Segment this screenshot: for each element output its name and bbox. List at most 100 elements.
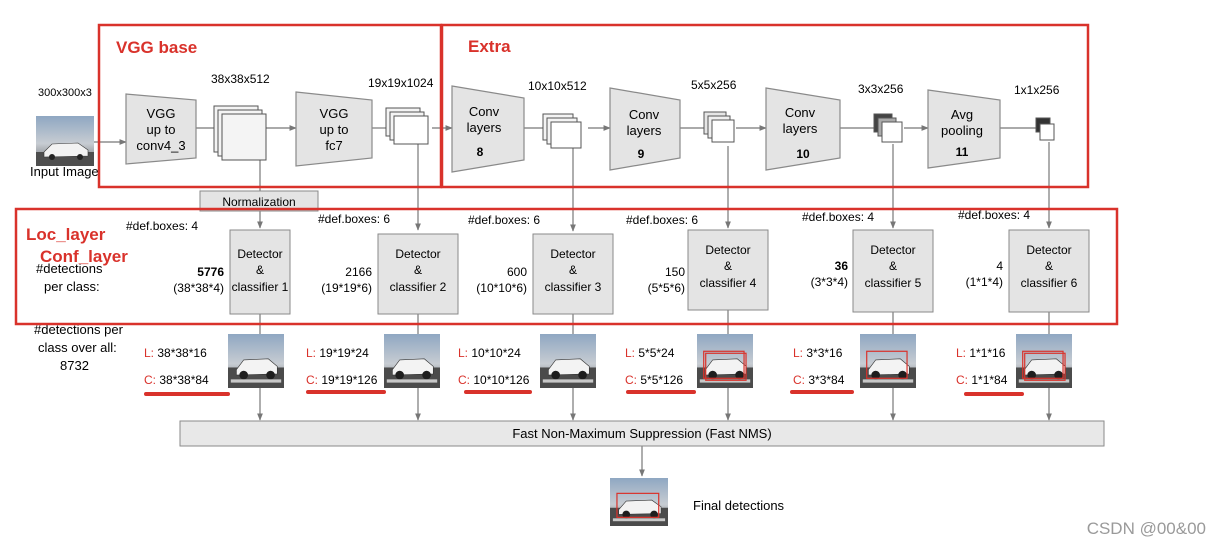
detection-count-2: 2166 [345,265,372,279]
detection-thumbnail-6 [1016,334,1072,388]
svg-text:classifier 5: classifier 5 [865,276,922,290]
detection-count-6: 4 [996,259,1003,273]
input-size-label: 300x300x3 [38,87,92,99]
watermark: CSDN @00&00 [1087,519,1206,538]
input-image [36,116,94,166]
svg-text:layers: layers [627,123,662,138]
detection-thumbnail-5 [860,334,916,388]
svg-text:&: & [414,263,422,277]
detection-thumbnail-1 [228,334,284,388]
svg-text:Detector: Detector [550,247,595,261]
loc-conf-group-4: L: 5*5*24 C: 5*5*126 [625,346,683,387]
svg-text:&: & [1045,259,1053,273]
detector-box-1: Detector & classifier 1 [229,229,291,315]
loc-conf-region [14,207,1119,326]
svg-text:Fast Non-Maximum Suppression (: Fast Non-Maximum Suppression (Fast NMS) [512,426,771,441]
def-boxes-5: #def.boxes: 4 [802,210,874,224]
svg-text:C: 3*3*84: C: 3*3*84 [793,373,845,387]
extra-region [440,23,1090,189]
def-boxes-1: #def.boxes: 4 [126,219,198,233]
loc-conf-group-3: L: 10*10*24 C: 10*10*126 [458,346,530,387]
svg-text:pooling: pooling [941,123,983,138]
svg-text:&: & [569,263,577,277]
svg-text:&: & [256,263,264,277]
detection-formula-4: (5*5*6) [648,281,685,295]
svg-text:classifier 3: classifier 3 [545,280,602,294]
conv8-block: Conv layers 8 [451,85,525,173]
detector-box-6: Detector & classifier 6 [1008,229,1090,313]
svg-text:up to: up to [320,122,349,137]
detector-box-3: Detector & classifier 3 [532,233,614,315]
feature-map-label-2: 19x19x1024 [368,76,434,90]
feature-map-label-5: 3x3x256 [858,82,904,96]
fast-nms-bar: Fast Non-Maximum Suppression (Fast NMS) [179,420,1105,447]
detection-formula-2: (19*19*6) [321,281,372,295]
vgg-base-title: VGG base [116,38,197,57]
svg-text:10: 10 [796,147,810,161]
feature-map-label-6: 1x1x256 [1014,83,1060,97]
svg-text:Detector: Detector [237,247,282,261]
detections-overall-line-2: class over all: [38,340,117,355]
detections-per-class-line-1: #detections [36,261,103,276]
svg-text:layers: layers [467,120,502,135]
feature-map-10x10x512 [542,113,582,149]
svg-text:L: 38*38*16: L: 38*38*16 [144,346,207,360]
detection-thumbnail-4 [697,334,753,388]
svg-text:L: 1*1*16: L: 1*1*16 [956,346,1006,360]
feature-map-label-1: 38x38x512 [211,72,270,86]
detection-count-1: 5776 [197,265,224,279]
detection-thumbnail-3 [540,334,596,388]
def-boxes-3: #def.boxes: 6 [468,213,540,227]
def-boxes-6: #def.boxes: 4 [958,208,1030,222]
svg-text:L: 3*3*16: L: 3*3*16 [793,346,843,360]
svg-text:Detector: Detector [1026,243,1071,257]
def-boxes-4: #def.boxes: 6 [626,213,698,227]
feature-map-19x19x1024 [385,107,429,145]
svg-text:classifier 6: classifier 6 [1021,276,1078,290]
detection-formula-6: (1*1*4) [966,275,1003,289]
detection-thumbnails [228,334,1072,388]
final-detections-label: Final detections [693,498,785,513]
conf-underlines [144,390,1024,396]
svg-text:L: 10*10*24: L: 10*10*24 [458,346,521,360]
detection-formula-5: (3*3*4) [811,275,848,289]
feature-map-1x1x256 [1035,117,1055,141]
conv9-block: Conv layers 9 [609,87,681,171]
svg-text:L: 5*5*24: L: 5*5*24 [625,346,675,360]
svg-text:layers: layers [783,121,818,136]
extra-title: Extra [468,37,511,56]
svg-text:Avg: Avg [951,107,973,122]
conv10-block: Conv layers 10 [765,87,841,171]
final-detections-image [610,478,668,526]
svg-text:up to: up to [147,122,176,137]
svg-text:Conv: Conv [785,105,816,120]
avg-pooling-11-block: Avg pooling 11 [927,89,1001,169]
svg-text:Detector: Detector [870,243,915,257]
detection-formula-3: (10*10*6) [476,281,527,295]
feature-map-label-4: 5x5x256 [691,78,737,92]
svg-text:C: 38*38*84: C: 38*38*84 [144,373,209,387]
svg-text:conv4_3: conv4_3 [136,138,185,153]
loc-conf-group-6: L: 1*1*16 C: 1*1*84 [956,346,1008,387]
svg-text:Normalization: Normalization [222,195,295,209]
svg-text:C: 1*1*84: C: 1*1*84 [956,373,1008,387]
detection-formula-1: (38*38*4) [173,281,224,295]
svg-text:L: 19*19*24: L: 19*19*24 [306,346,369,360]
svg-text:C: 19*19*126: C: 19*19*126 [306,373,378,387]
feature-map-label-3: 10x10x512 [528,79,587,93]
svg-text:8: 8 [477,145,484,159]
def-boxes-2: #def.boxes: 6 [318,212,390,226]
svg-text:&: & [724,259,732,273]
detector-box-2: Detector & classifier 2 [377,233,459,315]
loc-conf-group-1: L: 38*38*16 C: 38*38*84 [144,346,209,387]
svg-text:Detector: Detector [395,247,440,261]
detection-count-5: 36 [835,259,849,273]
feature-map-3x3x256 [873,113,903,143]
vgg-conv4-3-block: VGG up to conv4_3 [125,93,197,165]
final-detection-car [610,478,668,526]
conf-layer-title: Conf_layer [40,247,128,266]
svg-text:9: 9 [638,147,645,161]
normalization-box: Normalization [199,190,319,212]
svg-text:Detector: Detector [705,243,750,257]
